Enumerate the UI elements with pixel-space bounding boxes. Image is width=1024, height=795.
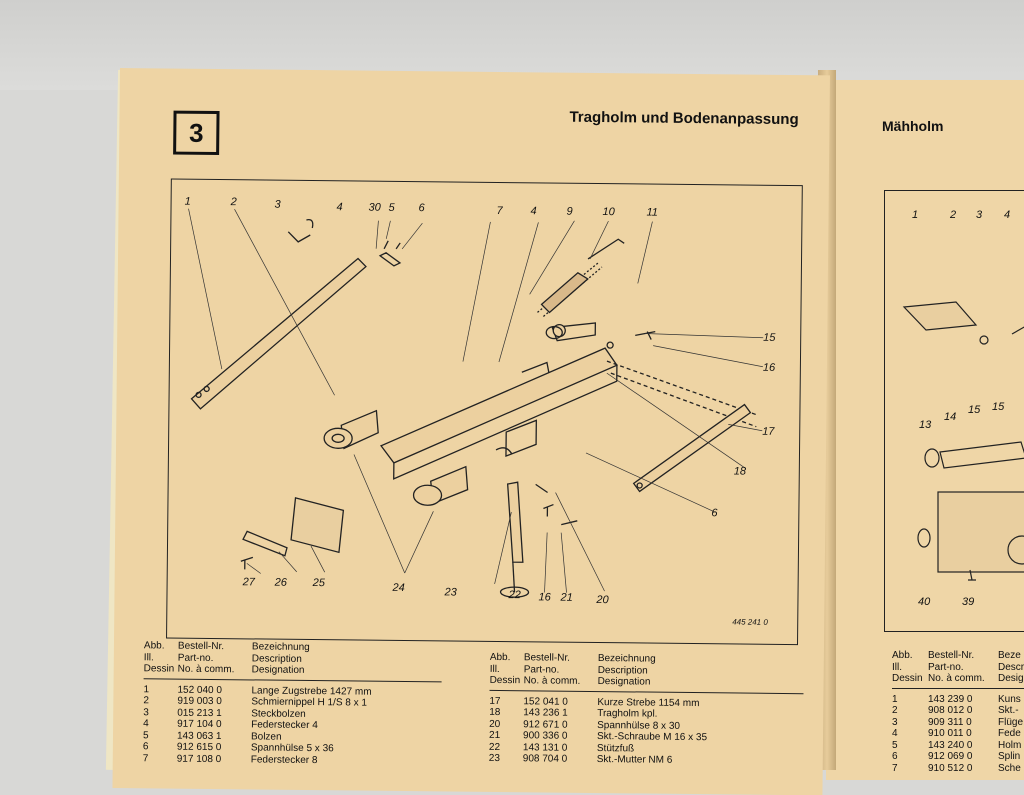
svg-text:6: 6	[418, 202, 425, 214]
svg-text:24: 24	[392, 582, 405, 594]
svg-text:15: 15	[968, 404, 981, 416]
table-header: Abb.Ill.Dessin Bestell-Nr.Part-no.No. à …	[143, 640, 310, 676]
svg-text:15: 15	[992, 401, 1005, 413]
svg-text:14: 14	[944, 411, 956, 423]
left-page: 3 Tragholm und Bodenanpassung	[112, 68, 830, 795]
right-page: Mähholm 1 2 3 4 13 14 15 15 40 39	[826, 80, 1024, 780]
right-page-title: Mähholm	[882, 118, 944, 134]
right-callouts: 1 2 3 4 13 14 15 15 40 39	[912, 209, 1010, 608]
svg-text:2: 2	[949, 209, 956, 221]
svg-text:30: 30	[368, 202, 381, 214]
svg-text:1: 1	[912, 209, 918, 221]
svg-text:11: 11	[646, 207, 658, 219]
parts-table-right: Abb.Ill.Dessin Bestell-Nr.Part-no.No. à …	[489, 652, 804, 768]
svg-text:21: 21	[559, 592, 572, 604]
svg-text:18: 18	[734, 465, 747, 477]
drawing-code: 445 241 0	[732, 617, 768, 626]
svg-text:2: 2	[230, 196, 237, 208]
right-diagram-frame	[884, 190, 1024, 632]
exploded-parts-diagram: 1 2 3 4 30 5 6 7 4 9 10 11 15 16 17 18 6…	[185, 196, 777, 627]
svg-text:17: 17	[762, 426, 775, 438]
parts-table-left: Abb.Ill.Dessin Bestell-Nr.Part-no.No. à …	[143, 640, 442, 767]
svg-text:4: 4	[530, 205, 536, 217]
right-table-header: Abb.Ill.Dessin Bestell-Nr.Part-no.No. à …	[892, 650, 1024, 684]
svg-text:27: 27	[242, 576, 256, 588]
right-diagram: 1 2 3 4 13 14 15 15 40 39	[902, 209, 1024, 608]
svg-text:39: 39	[962, 596, 974, 608]
table-header: Abb.Ill.Dessin Bestell-Nr.Part-no.No. à …	[489, 651, 656, 688]
callout-numbers: 1 2 3 4 30 5 6 7 4 9 10 11 15 16 17 18 6…	[185, 196, 777, 606]
diagram-parts	[190, 219, 757, 598]
svg-text:15: 15	[763, 332, 776, 344]
svg-text:23: 23	[443, 586, 457, 598]
svg-text:25: 25	[312, 577, 326, 589]
svg-text:4: 4	[1004, 209, 1010, 221]
svg-text:22: 22	[507, 589, 520, 601]
svg-text:5: 5	[388, 202, 395, 214]
right-diagram-parts	[902, 301, 1024, 581]
svg-text:3: 3	[275, 199, 282, 211]
svg-text:10: 10	[602, 206, 615, 218]
svg-text:4: 4	[336, 201, 342, 213]
svg-text:13: 13	[919, 419, 932, 431]
svg-text:1: 1	[185, 196, 191, 208]
svg-text:16: 16	[763, 362, 776, 374]
svg-text:40: 40	[918, 596, 931, 608]
svg-text:26: 26	[274, 577, 288, 589]
svg-text:6: 6	[711, 507, 718, 519]
svg-text:16: 16	[538, 591, 551, 603]
right-parts-table: Abb.Ill.Dessin Bestell-Nr.Part-no.No. à …	[892, 650, 1024, 774]
svg-text:20: 20	[595, 594, 609, 606]
svg-text:7: 7	[496, 205, 503, 217]
leader-lines	[188, 208, 764, 593]
svg-text:3: 3	[976, 209, 983, 221]
svg-text:9: 9	[566, 206, 572, 218]
